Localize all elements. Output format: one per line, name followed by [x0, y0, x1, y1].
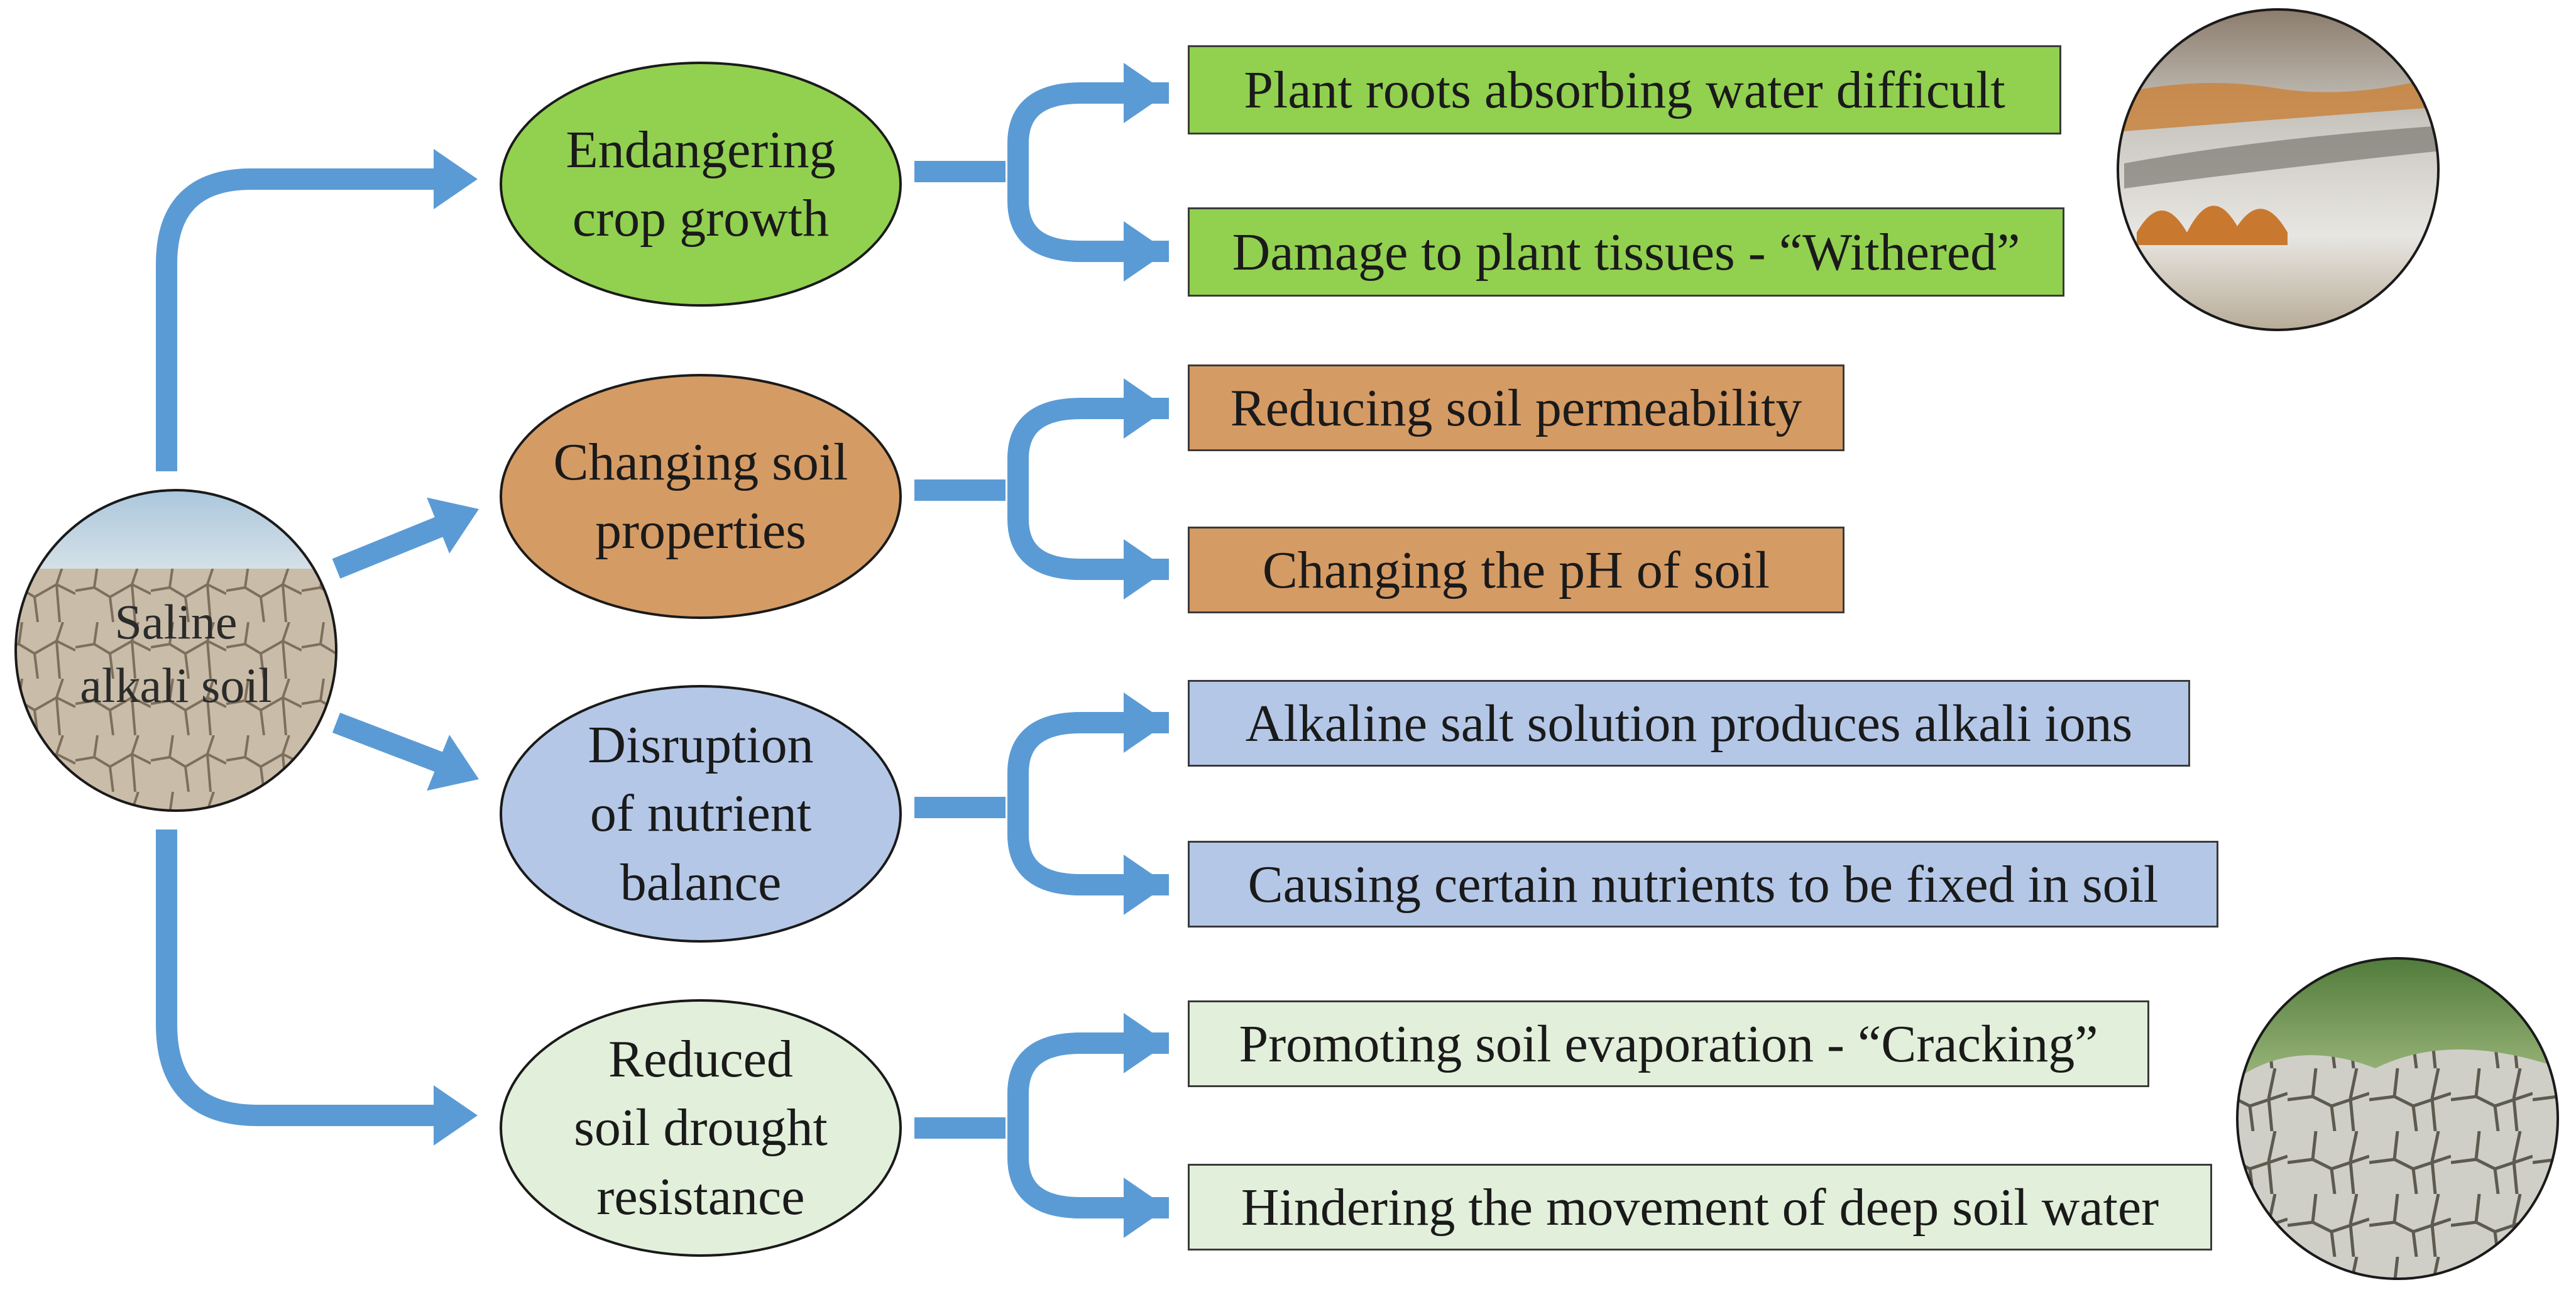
branch-ellipse-soil-properties: Changing soil properties: [500, 374, 902, 619]
branch-ellipse-crop-growth: Endangering crop growth: [500, 62, 902, 307]
effect-box-permeability: Reducing soil permeability: [1188, 364, 1844, 451]
branch-title: Changing soil properties: [553, 432, 848, 560]
fork-branch: [1007, 82, 1169, 262]
arrow-to-drought-resistance: [156, 829, 440, 1126]
arrow-to-nutrient-balance: [332, 713, 447, 774]
arrow-head: [1124, 378, 1168, 439]
effect-box-nutrients-fixed: Causing certain nutrients to be fixed in…: [1188, 841, 2218, 928]
arrow-to-crop-growth: [156, 168, 440, 471]
effect-box-roots: Plant roots absorbing water difficult: [1188, 45, 2061, 134]
arrow-head: [434, 1085, 478, 1146]
arrow-to-soil-properties: [332, 517, 444, 579]
arrow-head: [1124, 693, 1168, 753]
branch-title: Reduced soil drought resistance: [574, 1030, 828, 1226]
effect-box-deep-water: Hindering the movement of deep soil wate…: [1188, 1164, 2212, 1251]
effect-box-ph: Changing the pH of soil: [1188, 527, 1844, 613]
fork-branch: [1007, 712, 1169, 895]
arrow-head: [427, 497, 479, 554]
arrow-head: [1124, 539, 1168, 599]
marsh-photo: [2117, 8, 2440, 331]
arrow-head: [427, 735, 479, 791]
arrow-head: [1124, 63, 1168, 123]
fork-branch: [1007, 398, 1169, 580]
branch-title: Endangering crop growth: [566, 120, 836, 248]
effect-box-evaporation: Promoting soil evaporation - “Cracking”: [1188, 1000, 2149, 1087]
arrow-head: [434, 149, 478, 209]
arrow-head: [1124, 221, 1168, 282]
branch-ellipse-drought-resistance: Reduced soil drought resistance: [500, 999, 902, 1257]
fork-branch: [1007, 1032, 1169, 1218]
effect-box-tissues: Damage to plant tissues - “Withered”: [1188, 207, 2064, 297]
source-label: Saline alkali soil: [80, 594, 272, 713]
effect-box-alkali-ions: Alkaline salt solution produces alkali i…: [1188, 680, 2190, 767]
arrow-head: [1124, 1013, 1168, 1073]
arrows-layer: [156, 63, 1169, 1238]
cracked-dry-soil-photo: [2236, 957, 2559, 1280]
branch-title: Disruption of nutrient balance: [588, 716, 814, 912]
arrow-head: [1124, 855, 1168, 915]
arrow-head: [1124, 1178, 1168, 1238]
branch-ellipse-nutrient-balance: Disruption of nutrient balance: [500, 685, 902, 943]
